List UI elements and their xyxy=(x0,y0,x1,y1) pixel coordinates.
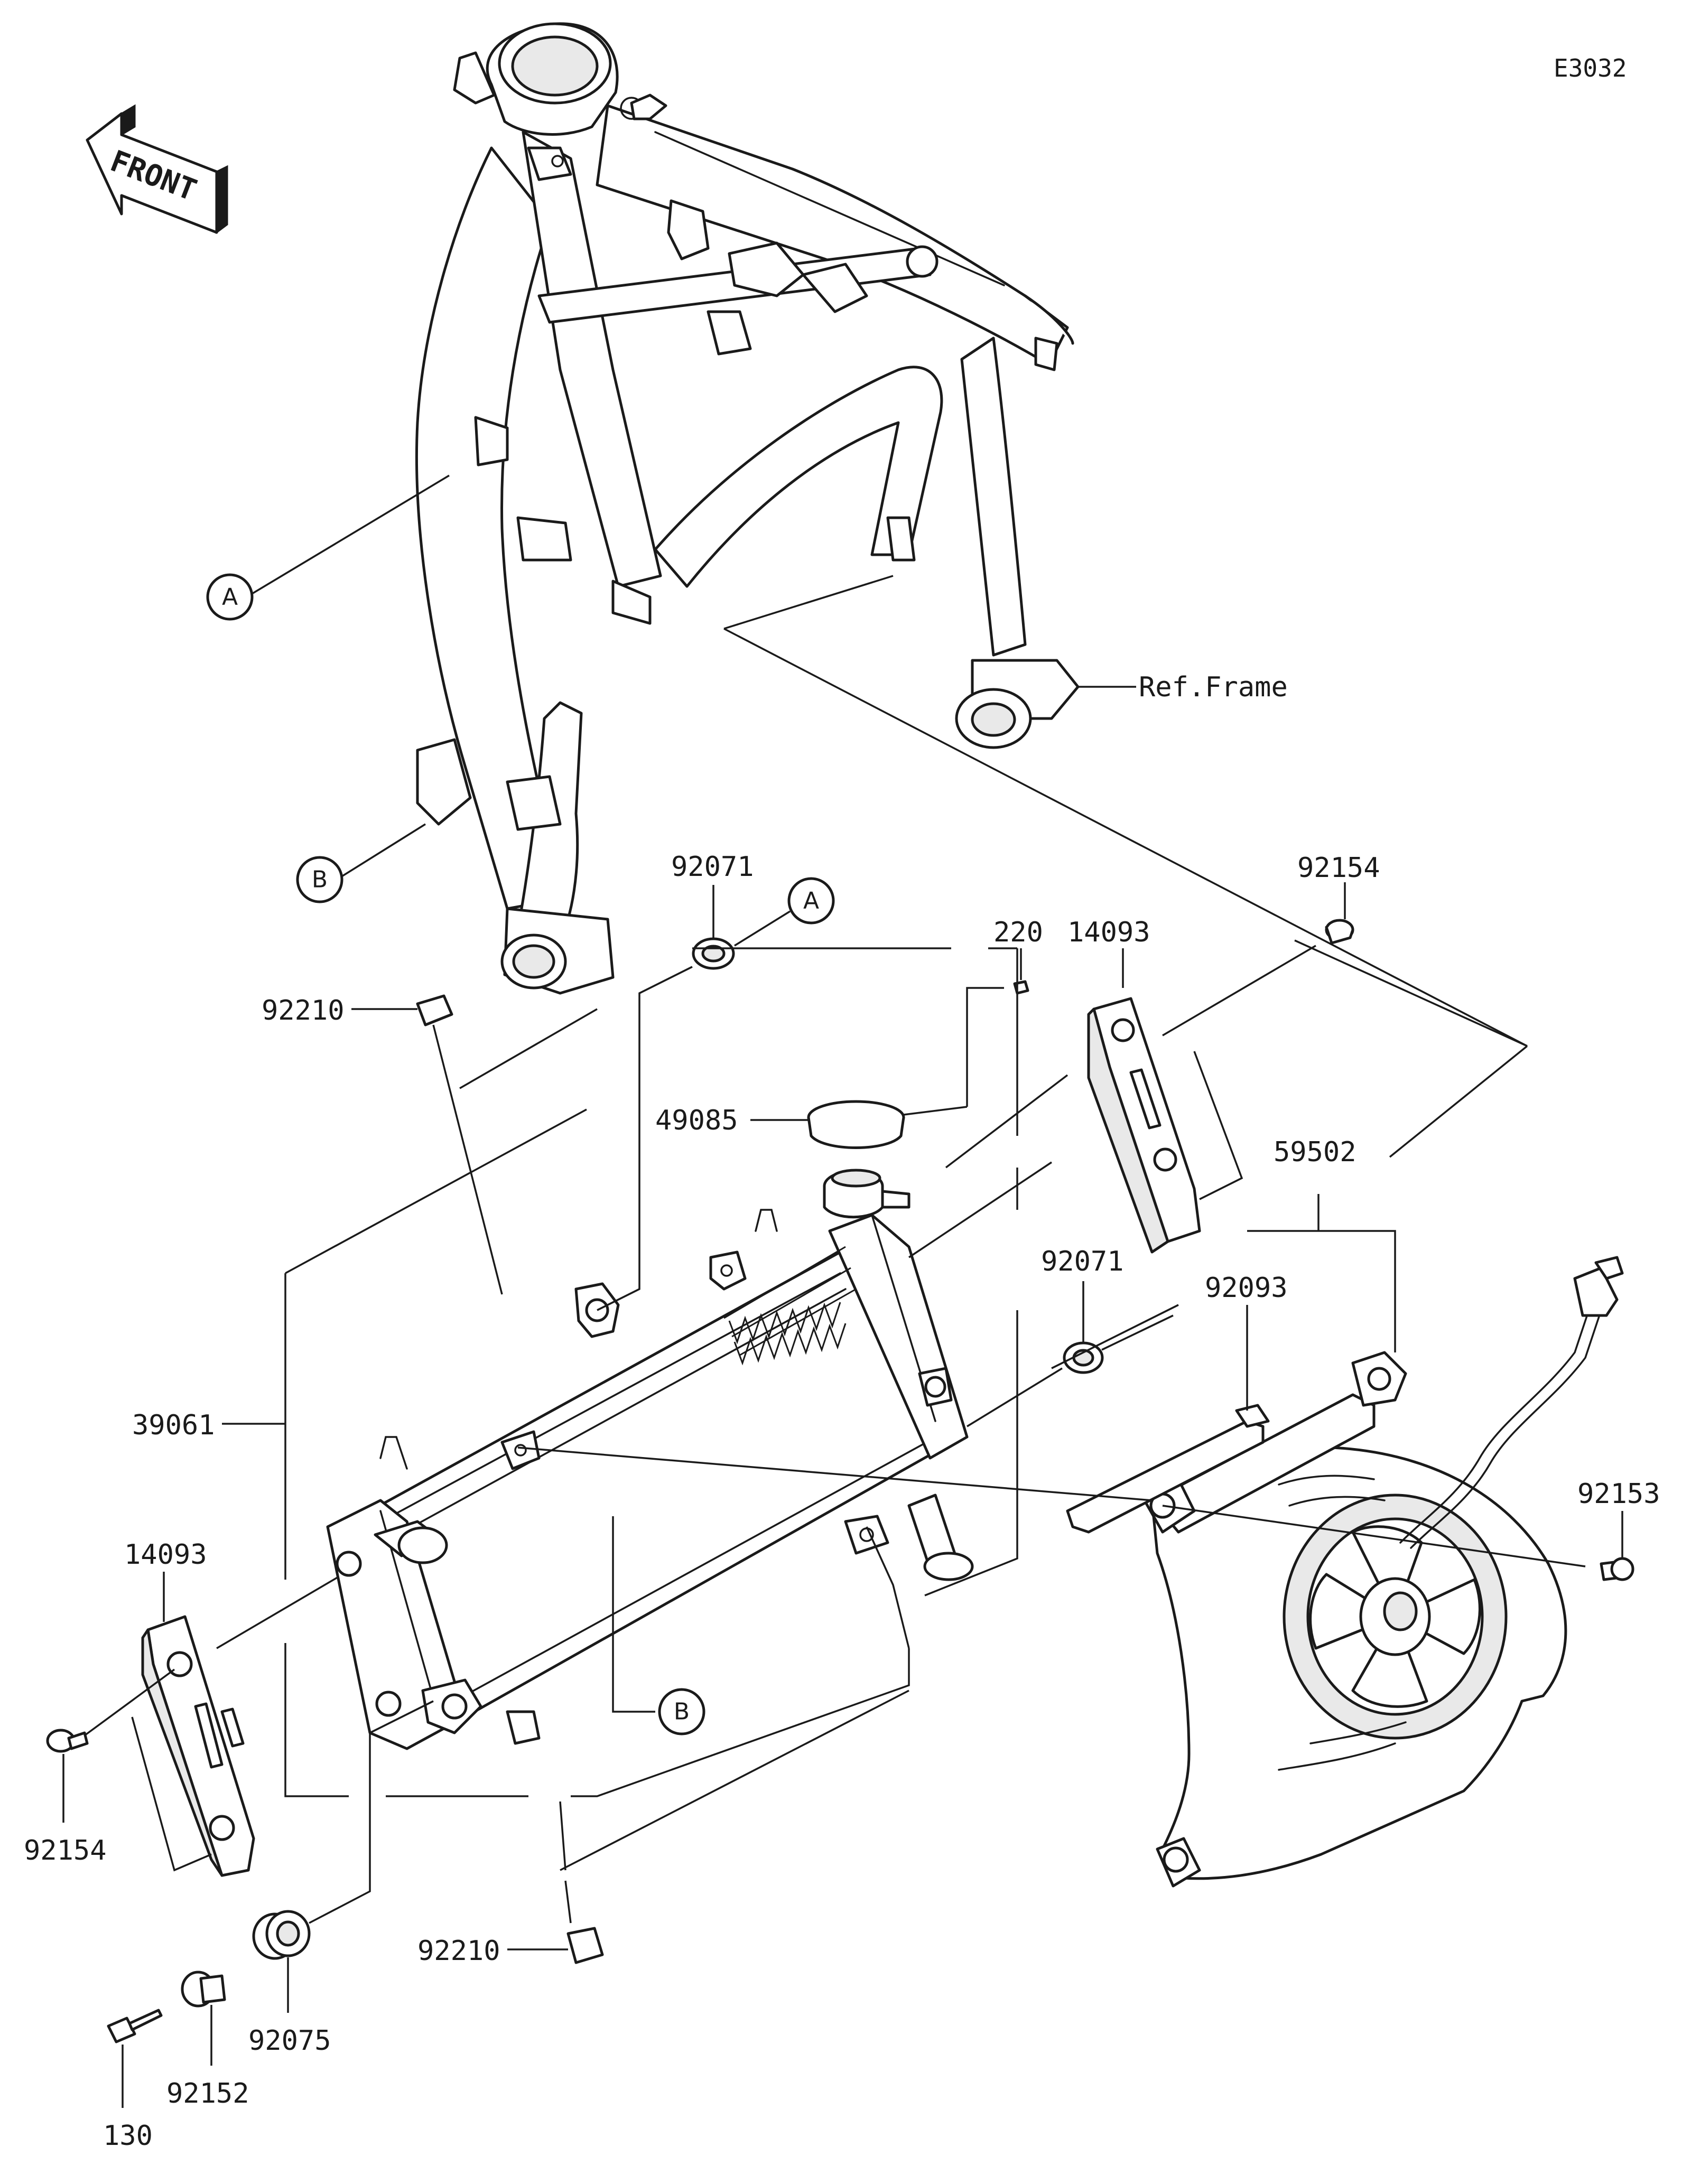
cover-14093-right-drawing xyxy=(1087,997,1201,1254)
radiator-drawing xyxy=(326,1170,974,1750)
svg-text:B: B xyxy=(312,866,328,893)
marker-b-radiator: B xyxy=(658,1688,705,1735)
svg-text:A: A xyxy=(803,888,819,914)
part-label-39061: 39061 xyxy=(132,1410,215,1441)
part-label-92071-right: 92071 xyxy=(1041,1246,1124,1277)
svg-text:B: B xyxy=(674,1698,690,1725)
marker-b-frame: B xyxy=(296,856,343,903)
part-label-92071-top: 92071 xyxy=(671,851,754,883)
part-label-92210-top: 92210 xyxy=(262,995,345,1026)
bolt-92154-right-drawing xyxy=(1325,919,1354,945)
part-label-92152: 92152 xyxy=(166,2078,249,2110)
collar-92152-drawing xyxy=(181,1971,226,2008)
marker-a-frame: A xyxy=(206,573,254,621)
front-arrow-icon: FRONT xyxy=(86,104,228,234)
part-label-92093: 92093 xyxy=(1205,1272,1288,1304)
part-label-92153: 92153 xyxy=(1577,1478,1660,1510)
part-label-59502: 59502 xyxy=(1274,1136,1356,1168)
clip-92210-top-drawing xyxy=(416,994,453,1026)
cover-14093-left-drawing xyxy=(141,1615,255,1877)
grommet-92071-right-drawing xyxy=(1063,1341,1104,1374)
grommet-92071-top-drawing xyxy=(692,937,735,970)
radiator-construction-lines xyxy=(284,947,1052,1924)
clip-92210-bottom-drawing xyxy=(566,1927,604,1964)
svg-text:A: A xyxy=(222,584,238,611)
ref-frame-label: Ref.Frame xyxy=(1139,671,1288,703)
part-label-220: 220 xyxy=(993,917,1043,948)
marker-a-radiator: A xyxy=(787,877,835,925)
part-label-130: 130 xyxy=(103,2120,153,2152)
part-label-14093-right: 14093 xyxy=(1067,917,1150,948)
bolt-92154-left-drawing xyxy=(46,1729,89,1753)
part-label-92210-bottom: 92210 xyxy=(417,1935,500,1967)
bolt-130-drawing xyxy=(107,2009,163,2043)
radiator-cap-drawing xyxy=(807,1100,905,1188)
bolt-92153-drawing xyxy=(1600,1557,1634,1581)
part-label-14093-left: 14093 xyxy=(124,1539,207,1571)
diagram-code: E3032 xyxy=(1554,54,1627,82)
reference-lines xyxy=(723,575,1528,1158)
fan-shroud-92093-drawing xyxy=(1066,1404,1270,1534)
part-label-92075: 92075 xyxy=(248,2025,331,2057)
fan-assembly-drawing xyxy=(1140,1256,1624,1888)
part-label-92154-right: 92154 xyxy=(1297,852,1380,884)
frame-drawing xyxy=(415,22,1080,995)
part-label-49085: 49085 xyxy=(655,1105,738,1136)
part-label-92154-left: 92154 xyxy=(24,1835,107,1866)
damper-92075-drawing xyxy=(252,1910,311,1960)
